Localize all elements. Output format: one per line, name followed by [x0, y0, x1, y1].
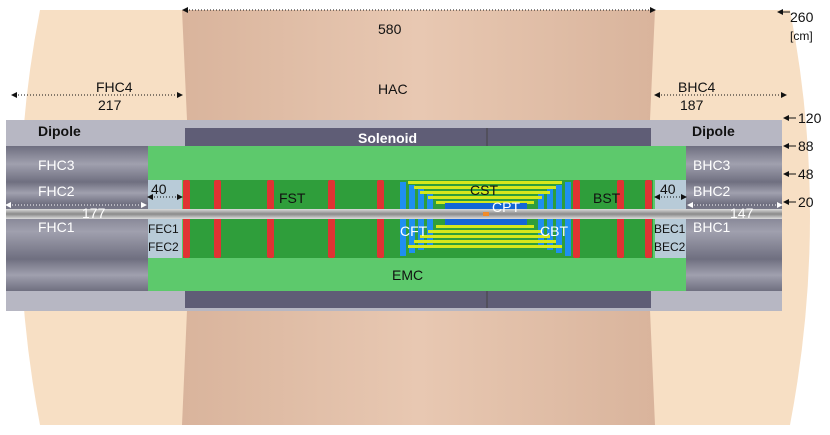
bhc-lower-block [686, 259, 782, 291]
label-fhc1-length: 177 [82, 205, 106, 221]
label-radius-120: 120 [798, 110, 822, 126]
label-cpt: CPT [492, 199, 520, 215]
label-bec2: BEC2 [654, 240, 686, 254]
label-hac: HAC [378, 81, 408, 97]
label-bhc3: BHC3 [693, 157, 731, 173]
label-solenoid: Solenoid [358, 130, 417, 146]
cst-layers [408, 181, 562, 248]
beam-pipe [6, 209, 782, 219]
label-fhc2: FHC2 [38, 183, 75, 199]
solenoid-bar-top [185, 128, 651, 146]
label-fec2: FEC2 [148, 240, 179, 254]
label-fec-length: 40 [151, 181, 167, 197]
solenoid-bar-bottom [185, 291, 651, 308]
bhc3-block [686, 146, 782, 182]
label-fec1: FEC1 [148, 222, 179, 236]
bhc2-block [686, 182, 782, 204]
label-fhc1: FHC1 [38, 219, 75, 235]
label-emc: EMC [392, 267, 423, 283]
label-cft: CFT [400, 223, 428, 239]
fhc2-block [6, 182, 148, 204]
label-radius-260: 260 [790, 9, 814, 25]
fhc3-block [6, 146, 148, 182]
label-dipole-left: Dipole [38, 123, 81, 139]
label-dipole-right: Dipole [692, 123, 735, 139]
label-fhc4: FHC4 [96, 79, 133, 95]
label-radius-48: 48 [798, 166, 814, 182]
label-unit: [cm] [790, 29, 813, 43]
label-bhc1: BHC1 [693, 219, 731, 235]
label-fhc4-length: 217 [98, 97, 122, 113]
label-fst: FST [279, 190, 306, 206]
label-cst: CST [470, 182, 498, 198]
label-bst: BST [593, 190, 621, 206]
label-radius-20: 20 [798, 194, 814, 210]
label-fhc3: FHC3 [38, 157, 75, 173]
label-bhc4: BHC4 [678, 79, 716, 95]
label-radius-88: 88 [798, 138, 814, 154]
label-bhc4-length: 187 [680, 97, 704, 113]
label-bec-length: 40 [660, 181, 676, 197]
label-cbt: CBT [540, 223, 568, 239]
label-bhc2: BHC2 [693, 183, 731, 199]
label-bhc1-length: 147 [730, 205, 754, 221]
fhc-lower-block [6, 259, 148, 291]
label-bec1: BEC1 [654, 222, 686, 236]
interaction-point [483, 212, 489, 216]
label-total-length: 580 [378, 21, 402, 37]
cpt-bottom [445, 218, 527, 225]
cpt-top [445, 203, 527, 210]
